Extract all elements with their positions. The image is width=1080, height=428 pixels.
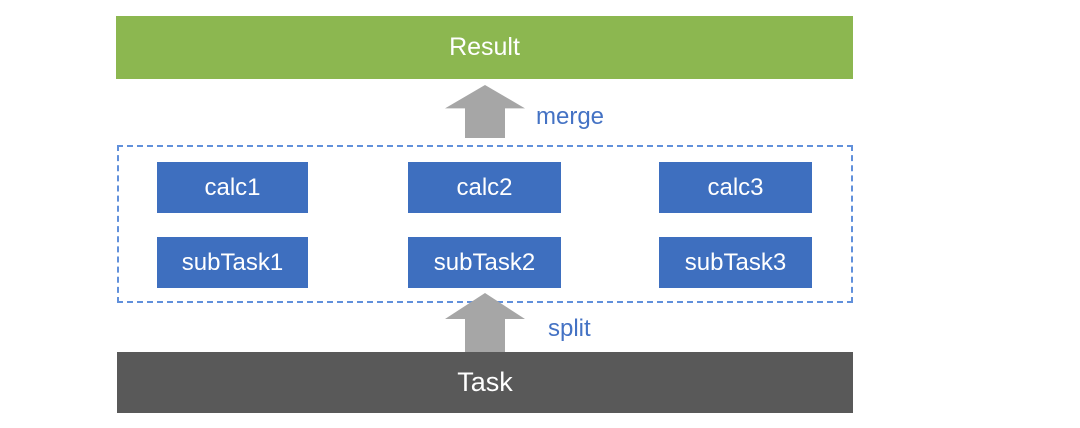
calc3-box: calc3 <box>659 162 812 213</box>
task-label: Task <box>457 367 513 397</box>
merge-label: merge <box>536 103 605 130</box>
result-label: Result <box>449 33 520 61</box>
subtask3-label: subTask3 <box>684 248 787 276</box>
subtask2-label: subTask2 <box>433 248 536 276</box>
split-label: split <box>548 315 591 342</box>
split-arrow-up-icon <box>445 293 525 352</box>
subtask1-box: subTask1 <box>157 237 308 288</box>
calc3-label: calc3 <box>707 173 764 201</box>
merge-arrow-up-icon <box>445 85 525 138</box>
calc1-box: calc1 <box>157 162 308 213</box>
calc1-label: calc1 <box>204 173 261 201</box>
task-bar: Task <box>117 352 853 413</box>
calc2-box: calc2 <box>408 162 561 213</box>
calc2-label: calc2 <box>456 173 513 201</box>
subtask3-box: subTask3 <box>659 237 812 288</box>
subtask2-box: subTask2 <box>408 237 561 288</box>
subtask1-label: subTask1 <box>181 248 284 276</box>
result-bar: Result <box>116 16 853 79</box>
